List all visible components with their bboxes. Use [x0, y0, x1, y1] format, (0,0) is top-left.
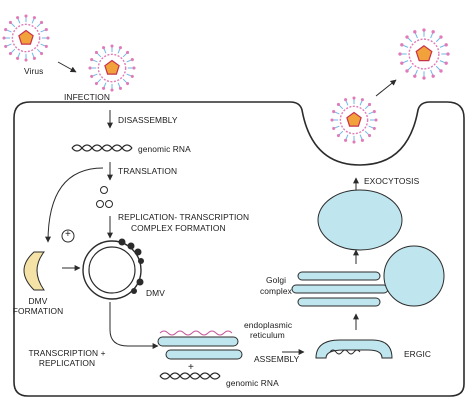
label-genomic-rna-top: genomic RNA: [138, 144, 191, 154]
label-golgi-complex: complex: [260, 286, 292, 296]
label-virus: Virus: [24, 66, 44, 76]
label-genomic-rna-bottom: genomic RNA: [226, 378, 279, 388]
label-endoplasmic: endoplasmic: [244, 320, 293, 330]
label-disassembly: DISASSEMBLY: [118, 115, 178, 125]
translation-to-dmv-formation-arrow: [45, 167, 104, 243]
label-reticulum: reticulum: [250, 330, 285, 340]
label-golgi: Golgi: [266, 275, 287, 285]
label-transcription: TRANSCRIPTION +: [28, 348, 106, 358]
virus-outside-icon: [2, 14, 50, 62]
label-dmv-formation-2: FORMATION: [12, 306, 64, 316]
virus-entry-arrow: [57, 61, 77, 73]
label-dmv: DMV: [146, 288, 165, 298]
endoplasmic-reticulum: [157, 336, 243, 360]
label-plus: +: [65, 229, 71, 240]
process-arrows: [45, 61, 397, 355]
label-dmv-formation-1: DMV: [28, 296, 48, 306]
genomic-rna-bottom: [159, 372, 221, 380]
dmv-formation-membrane: [23, 251, 46, 291]
er-rna-strand: [159, 330, 233, 336]
ergic-compartment: [315, 339, 393, 359]
genomic-rna-top: [71, 144, 133, 152]
label-infection: INFECTION: [64, 92, 111, 102]
virus-entering-icon: [88, 44, 136, 92]
label-replication: REPLICATION: [38, 358, 96, 368]
secretory-vesicle: [317, 189, 403, 251]
label-replication-transcription: REPLICATION- TRANSCRIPTION: [118, 212, 250, 222]
label-assembly: ASSEMBLY: [254, 354, 300, 364]
cell-membrane: [13, 101, 465, 397]
golgi-vesicle: [383, 245, 445, 307]
label-ergic: ERGIC: [404, 349, 432, 359]
label-exocytosis: EXOCYTOSIS: [364, 176, 420, 186]
release-arrow: [375, 79, 397, 97]
virus-released-icon: [398, 28, 450, 80]
dmv-vesicle: [82, 238, 144, 300]
golgi-complex: [291, 271, 389, 307]
label-complex-formation: COMPLEX FORMATION: [131, 223, 226, 233]
rtc-protein-dots: [96, 186, 113, 208]
plus-circle: [61, 229, 75, 243]
virus-budding-icon: [330, 96, 378, 144]
label-translation: TRANSLATION: [118, 166, 178, 176]
label-plus-bottom: +: [188, 362, 194, 373]
dmv-to-er-arrow: [109, 302, 159, 349]
